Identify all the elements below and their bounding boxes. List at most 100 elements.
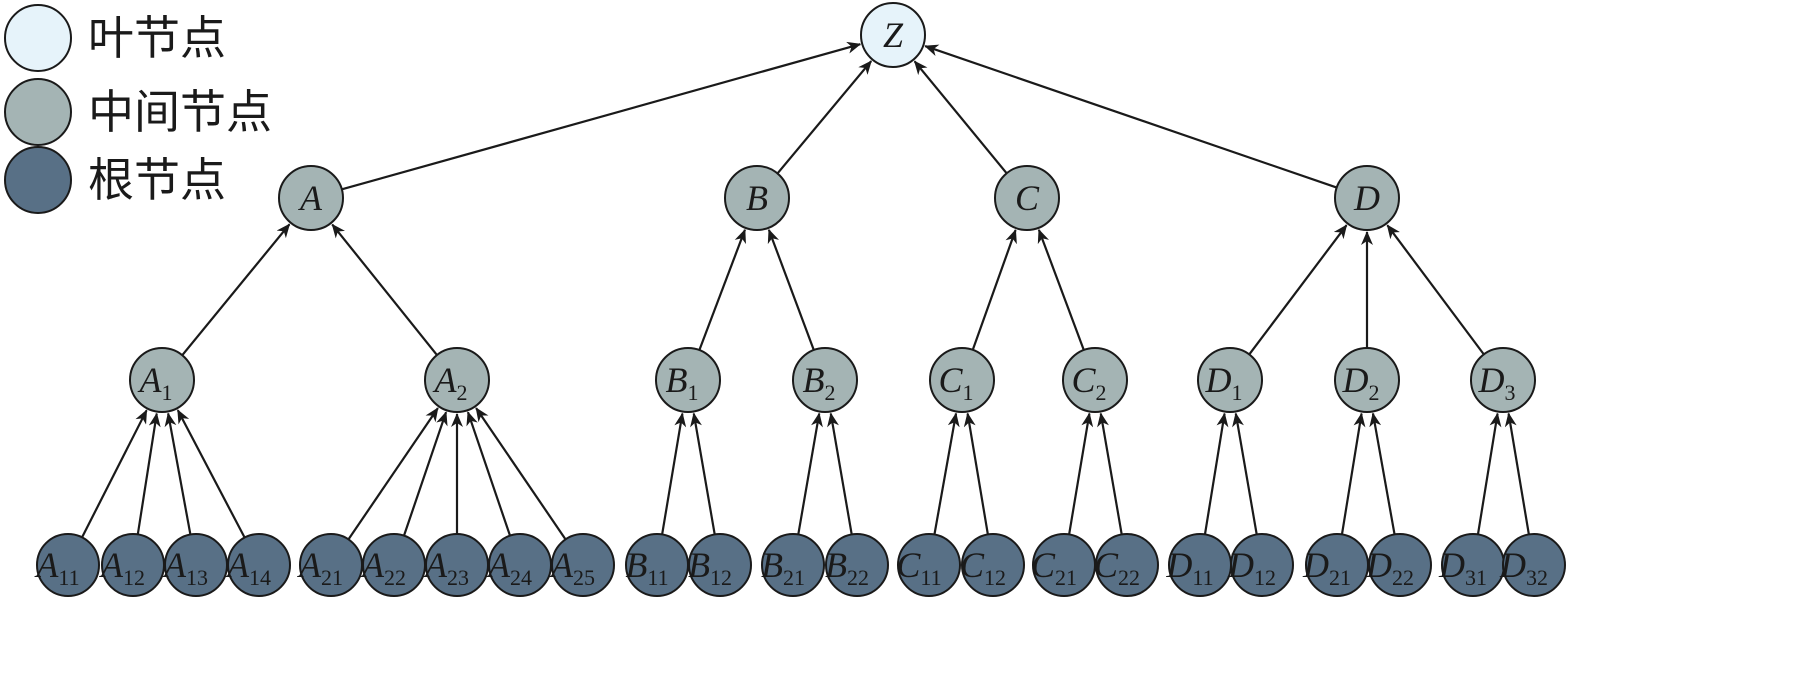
node-label-base: B	[761, 545, 783, 585]
node-label-subscript: 12	[710, 565, 732, 590]
node-label: D32	[1499, 545, 1548, 590]
node-label-base: A	[34, 545, 59, 585]
node-label: D3	[1478, 360, 1516, 405]
node-c21: C21	[1031, 533, 1096, 597]
node-a23: A23	[423, 533, 489, 597]
node-label-subscript: 11	[1192, 565, 1213, 590]
edge-a11-to-a1	[81, 409, 148, 538]
node-label-base: A	[99, 545, 124, 585]
edge-a14-to-a1	[176, 409, 246, 539]
edge-a25-to-a2	[475, 407, 567, 540]
node-d32: D32	[1499, 533, 1566, 597]
edge-b22-to-b2	[827, 412, 853, 535]
edge-b12-to-b1	[690, 412, 716, 535]
node-label-base: B	[666, 360, 688, 400]
node-label-subscript: 23	[447, 565, 469, 590]
node-circle-root	[551, 533, 615, 597]
node-label-subscript: 21	[783, 565, 805, 590]
edge-d-to-z	[924, 44, 1338, 189]
node-label: D31	[1438, 545, 1487, 590]
edge-d1-to-d	[1248, 224, 1348, 356]
node-label-subscript: 12	[984, 565, 1006, 590]
node-label: A12	[99, 545, 145, 590]
node-label-base: D	[1165, 545, 1192, 585]
node-circle-root	[961, 533, 1025, 597]
node-label: A24	[486, 545, 532, 590]
node-label: C12	[960, 545, 1006, 590]
node-label: Z	[883, 15, 904, 55]
node-label-subscript: 11	[647, 565, 668, 590]
edge-a13-to-a1	[164, 412, 192, 535]
node-label: C1	[938, 360, 973, 405]
edge-d11-to-d1	[1203, 412, 1229, 535]
node-label-base: D	[1478, 360, 1505, 400]
edge-c11-to-c1	[933, 412, 960, 535]
node-circle-middle	[1197, 347, 1263, 413]
legend-swatch-leaf	[4, 4, 72, 72]
edge-c21-to-c2	[1068, 412, 1094, 535]
node-a24: A24	[486, 533, 552, 597]
node-label-base: C	[896, 545, 921, 585]
node-b21: B21	[761, 533, 825, 597]
legend-swatch-root	[4, 146, 72, 214]
node-c1: C1	[929, 347, 995, 413]
node-label-base: C	[938, 360, 963, 400]
node-label-subscript: 1	[963, 380, 974, 405]
edge-c-to-z	[913, 60, 1008, 174]
node-label: C22	[1094, 545, 1140, 590]
node-label: B21	[761, 545, 805, 590]
edge-d21-to-d2	[1340, 412, 1366, 535]
node-label-base: A	[298, 178, 323, 218]
node-d1: D1	[1197, 347, 1263, 413]
node-d3: D3	[1470, 347, 1536, 413]
node-a2: A2	[424, 347, 490, 413]
node-c11: C11	[896, 533, 961, 597]
node-label-subscript: 24	[510, 565, 532, 590]
node-label: A25	[549, 545, 595, 590]
node-d21: D21	[1302, 533, 1369, 597]
node-label-subscript: 22	[1118, 565, 1140, 590]
node-circle-middle	[129, 347, 195, 413]
node-label-subscript: 12	[1254, 565, 1276, 590]
legend-label-leaf: 叶节点	[88, 11, 226, 65]
node-a25: A25	[549, 533, 615, 597]
edges-layer	[81, 41, 1530, 540]
node-label: B22	[825, 545, 869, 590]
node-label-base: D	[1227, 545, 1254, 585]
legend-label-root: 根节点	[88, 153, 226, 207]
node-circle-root	[1095, 533, 1159, 597]
node-label: A13	[162, 545, 208, 590]
edge-d3-to-d	[1386, 224, 1485, 356]
node-b11: B11	[625, 533, 689, 597]
node-label-base: A	[225, 545, 250, 585]
node-label-subscript: 1	[1232, 380, 1243, 405]
node-label: A22	[360, 545, 406, 590]
node-label-subscript: 22	[1392, 565, 1414, 590]
node-circle-middle	[1062, 347, 1128, 413]
node-label-subscript: 12	[123, 565, 145, 590]
node-label: B1	[666, 360, 699, 405]
edge-a21-to-a2	[347, 407, 439, 540]
node-label-subscript: 2	[1096, 380, 1107, 405]
node-label-base: C	[1015, 178, 1040, 218]
edge-b11-to-b1	[661, 412, 687, 535]
node-label-base: C	[1094, 545, 1119, 585]
node-c22: C22	[1094, 533, 1159, 597]
node-circle-root	[1502, 533, 1566, 597]
edge-b-to-z	[776, 60, 873, 175]
node-circle-middle	[278, 165, 344, 231]
node-label: A23	[423, 545, 469, 590]
node-circle-middle	[1334, 165, 1400, 231]
edge-d32-to-d3	[1504, 412, 1530, 535]
node-label: D1	[1205, 360, 1243, 405]
node-label-subscript: 11	[920, 565, 941, 590]
node-label: A21	[297, 545, 343, 590]
node-label-base: D	[1353, 178, 1380, 218]
node-label: A2	[433, 360, 468, 405]
node-label-base: B	[625, 545, 647, 585]
node-label-subscript: 21	[1055, 565, 1077, 590]
node-label: D21	[1302, 545, 1351, 590]
node-c: C	[994, 165, 1060, 231]
node-d12: D12	[1227, 533, 1294, 597]
